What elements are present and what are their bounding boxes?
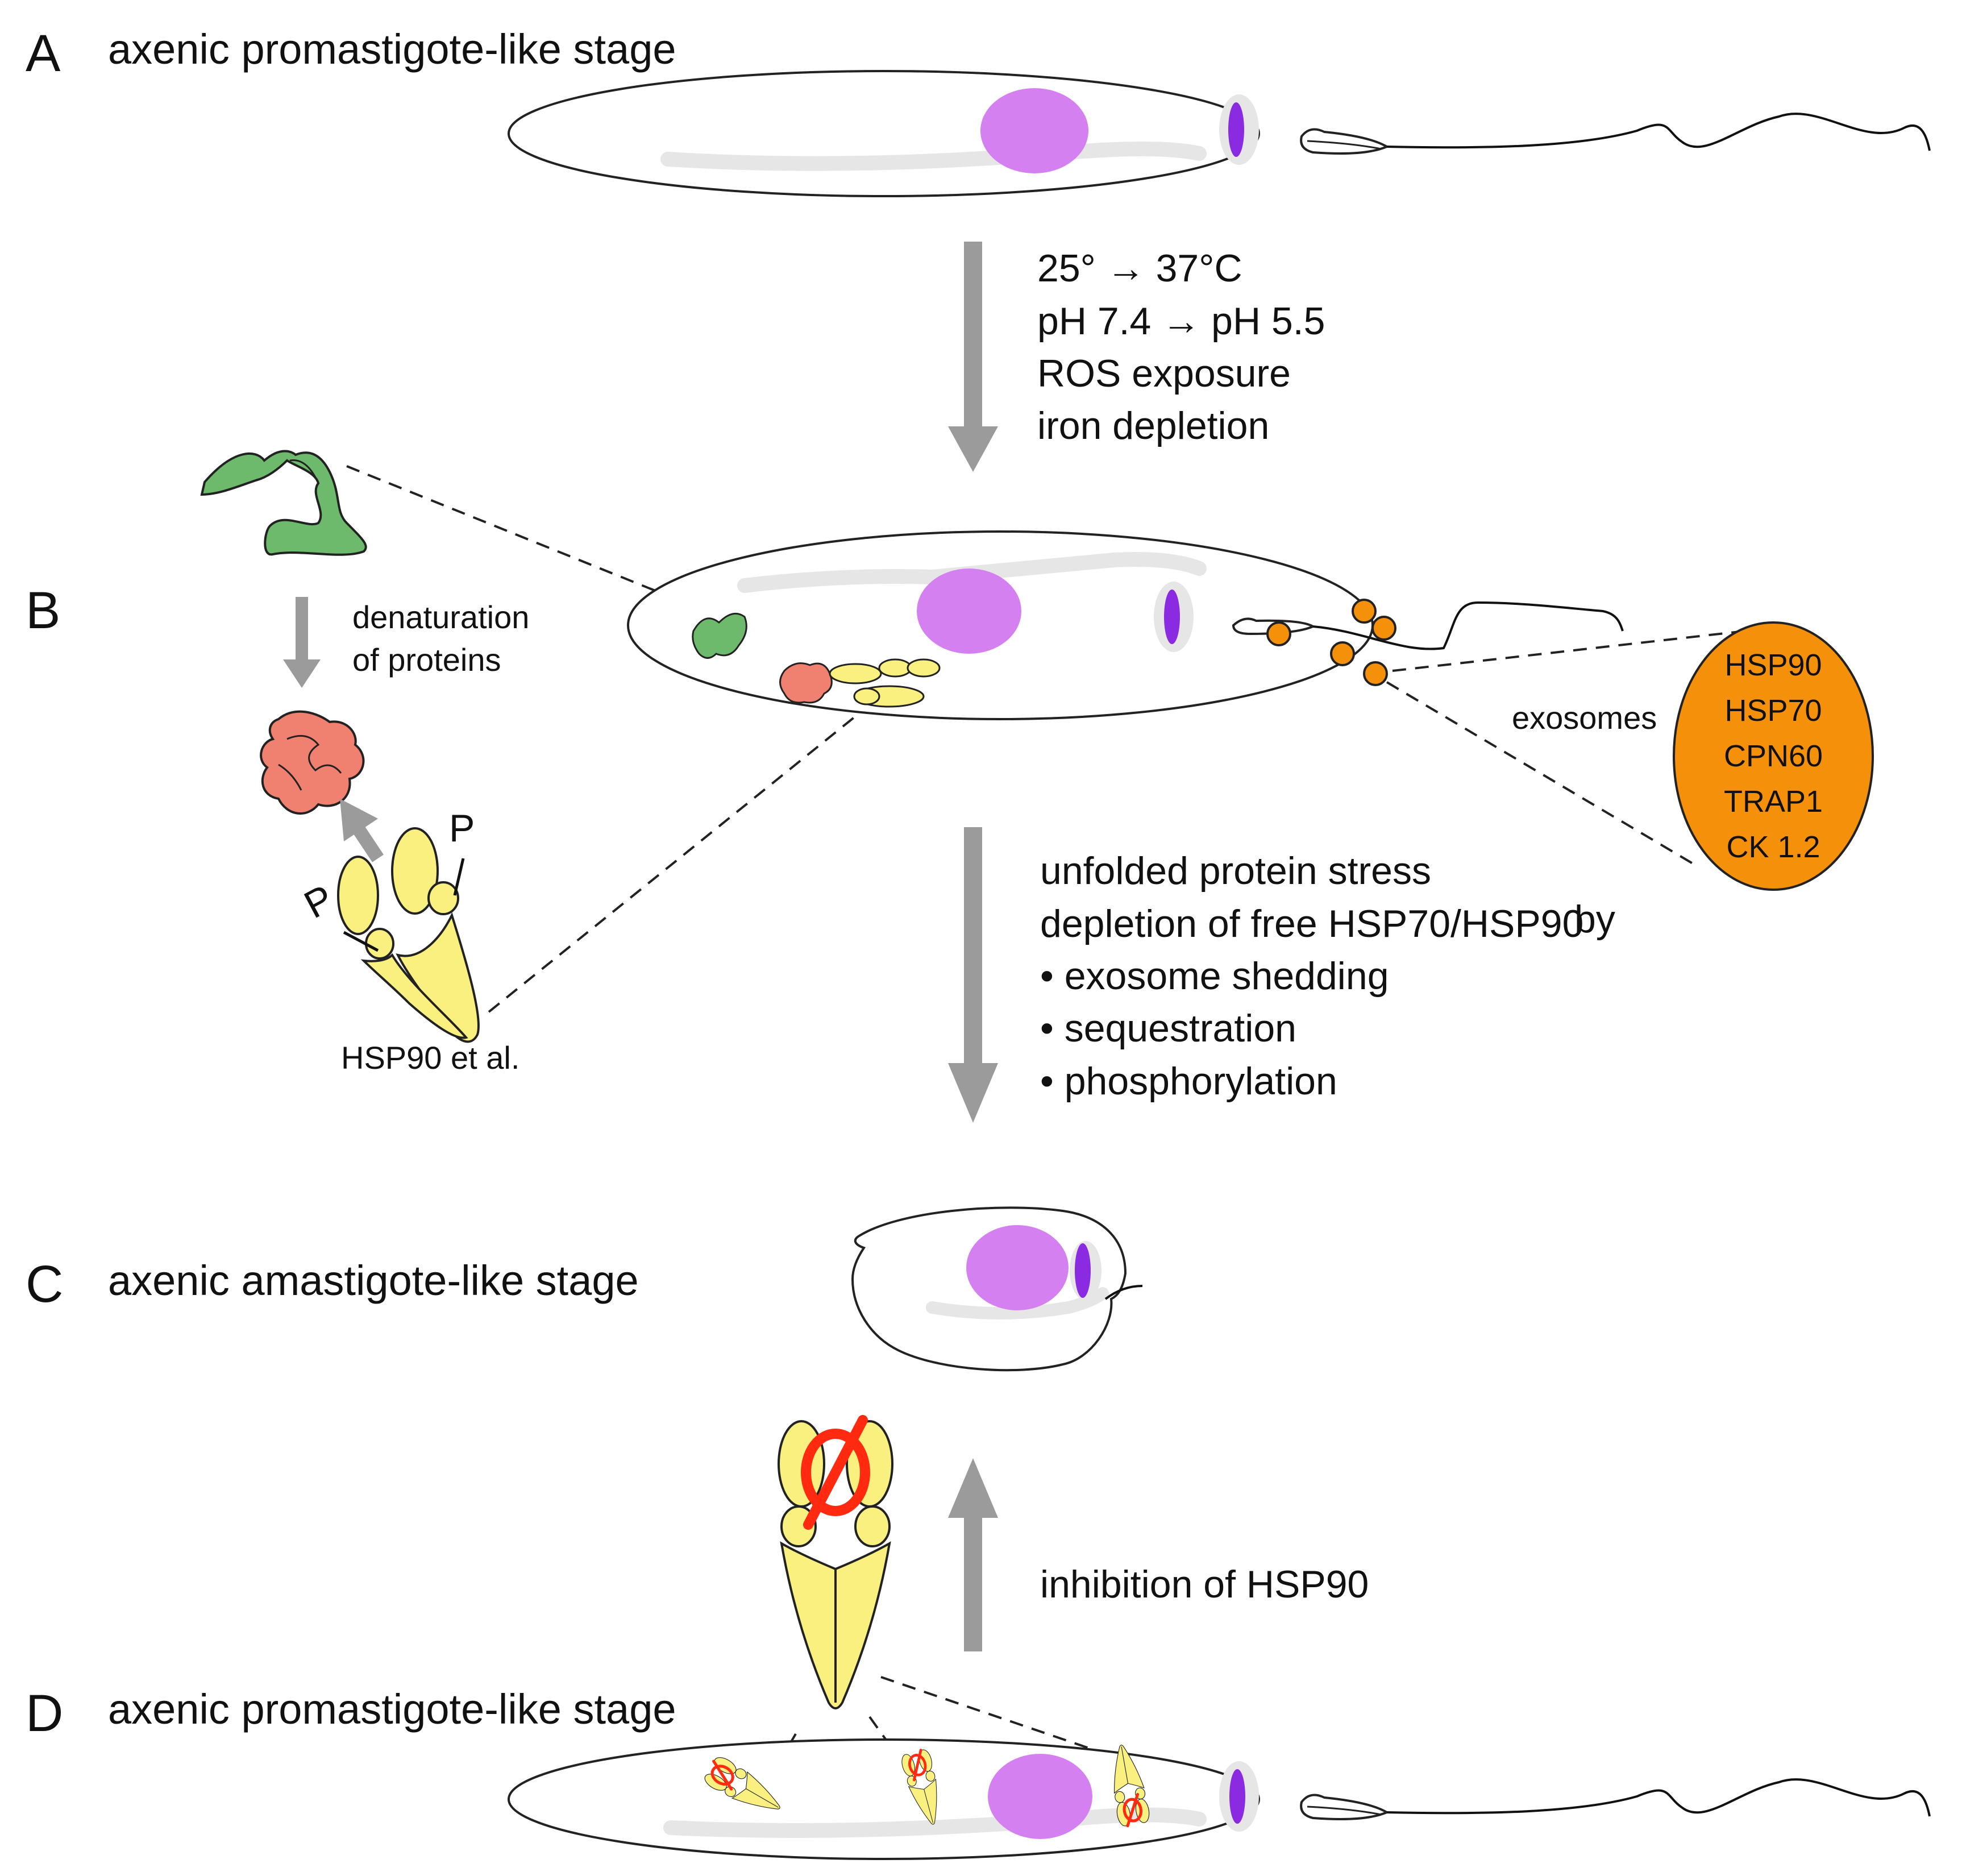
protein-aggregate-small [779,662,833,704]
flagellar-pocket [1300,128,1390,155]
hsp90-dimer-icon [778,1420,893,1709]
exosome-content-5: CK 1.2 [1726,830,1820,864]
zoom-line-exosome-top [1392,630,1745,672]
stress-line-1: unfolded protein stress [1040,849,1431,893]
panel-c-title: axenic amastigote-like stage [108,1257,639,1304]
gray-arrow-icon [340,799,384,862]
gray-arrow-icon [283,597,321,688]
hsp90-chain-small [829,658,941,708]
flagellum [1386,113,1931,151]
exosome-content-2: HSP70 [1724,694,1822,728]
stress-bullet-1: • exosome shedding [1040,954,1389,998]
panel-c-letter: C [26,1255,63,1313]
nucleus [988,1754,1092,1839]
zoom-line-unfolded [346,465,671,598]
protein-aggregate [260,710,365,815]
zoom-line-hsp90 [488,704,871,1013]
hsp90-dimer-icon [337,827,480,1043]
gray-arrow-icon [948,827,998,1123]
phospho-label-2: P [297,877,340,927]
cell-body [508,1738,1260,1860]
kinetoplast [1164,590,1180,644]
flagellum [1386,1778,1931,1817]
zoom-line-exosome-bottom [1386,681,1695,865]
inhibition-label: inhibition of HSP90 [1040,1563,1369,1606]
denaturation-label-2: of proteins [352,642,501,678]
condition-ph: pH 7.4 → pH 5.5 [1037,300,1325,343]
flagellum [1312,601,1624,650]
flagellum [1104,1285,1143,1300]
gray-arrow-icon [948,1458,998,1651]
microtubule-band [926,1287,1109,1319]
panel-b-letter: B [26,582,60,640]
condition-iron: iron depletion [1037,404,1269,447]
kinetoplast [1228,102,1244,157]
stress-bullet-3: • phosphorylation [1040,1060,1337,1103]
denaturation-label-1: denaturation [352,599,529,635]
kinetoplast [1075,1243,1091,1298]
zoom-line-inhibited-3 [880,1676,1106,1755]
stress-bullet-2: • sequestration [1040,1007,1296,1050]
promastigote-cell-a [508,70,1931,197]
condition-temperature: 25° → 37°C [1037,247,1242,290]
gray-arrow-icon [948,242,998,472]
amastigote-cell-c [851,1206,1143,1372]
panel-a-title: axenic promastigote-like stage [108,26,676,73]
flagellar-pocket [1300,1794,1390,1820]
exosomes-label: exosomes [1512,700,1657,736]
zoom-line-inhibited-2 [868,1716,899,1758]
kinetoplast [1229,1769,1245,1824]
condition-ros: ROS exposure [1037,352,1291,395]
cell-body [508,70,1260,197]
unfolded-protein [200,450,367,556]
exosome-content-1: HSP90 [1724,648,1822,682]
promastigote-cell-d [508,1738,1931,1860]
microtubule-band [737,552,1207,593]
exosome-icon [1673,621,1874,891]
stress-line-2: depletion of free HSP70/HSP90 [1040,902,1583,945]
panel-a-letter: A [26,24,61,82]
exosome-content-3: CPN60 [1724,739,1823,773]
panel-d-letter: D [26,1684,63,1742]
panel-d-title: axenic promastigote-like stage [108,1686,676,1733]
nucleus [917,568,1021,654]
exosome-icon [1266,599,1396,686]
stressed-cell-b [627,530,1624,720]
microtubule-band [663,1807,1207,1838]
phospho-label-1: P [449,807,475,850]
unfolded-protein-small [692,612,747,659]
nucleus [980,88,1088,173]
stress-by: by [1574,898,1615,941]
nucleus [966,1225,1069,1310]
hsp90-label: HSP90 et al. [341,1040,519,1076]
exosome-contents: HSP90 HSP70 CPN60 TRAP1 CK 1.2 [1673,621,1874,891]
exosome-content-4: TRAP1 [1724,785,1823,819]
